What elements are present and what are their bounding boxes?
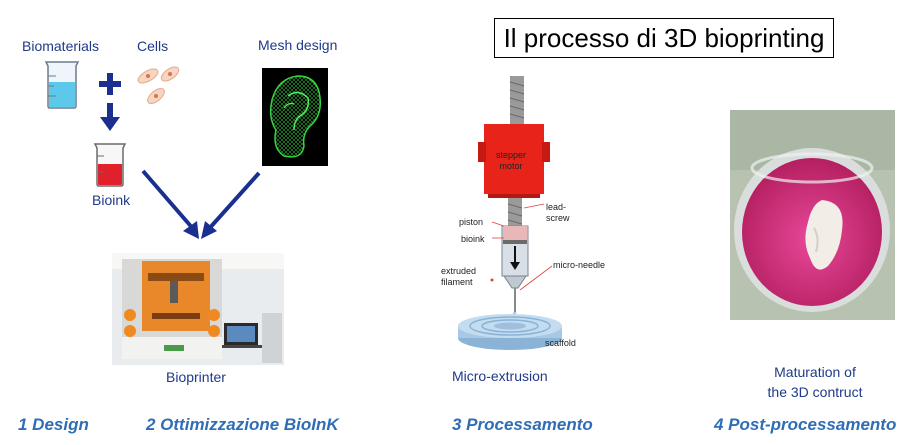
converging-arrows	[141, 169, 261, 239]
step-2-ottimizzazione: 2 Ottimizzazione BioInK	[146, 415, 339, 434]
stepper-motor-label: stepper motor	[496, 150, 527, 171]
piston-label: piston	[459, 217, 484, 227]
cells-icon	[137, 66, 180, 104]
plus-icon	[99, 73, 121, 95]
step-1-design: 1 Design	[18, 415, 89, 434]
extruded-filament-label: extruded filament	[441, 266, 477, 287]
step-3-processamento: 3 Processamento	[452, 415, 593, 434]
beaker-bioink-icon	[93, 143, 127, 187]
beaker-biomaterials-icon	[44, 61, 80, 109]
ear-mesh-icon	[262, 68, 328, 166]
step-4-post-processamento: 4 Post-processamento	[714, 415, 897, 434]
bioprinter-image	[112, 253, 284, 365]
scaffold-label: scaffold	[545, 338, 576, 348]
lead-screw-label: lead- screw	[546, 202, 570, 223]
bioprinter-label: Bioprinter	[166, 369, 226, 385]
micro-extrusion-label: Micro-extrusion	[452, 368, 548, 384]
page-title: Il processo di 3D bioprinting	[494, 18, 834, 58]
bioink-syringe-label: bioink	[461, 234, 485, 244]
biomaterials-label: Biomaterials	[22, 38, 100, 54]
maturation-caption-line2: the 3D contruct	[767, 384, 863, 400]
down-arrow-icon	[100, 103, 120, 131]
maturation-caption: Maturation of the 3D contruct	[745, 362, 885, 402]
maturation-caption-line1: Maturation of	[774, 364, 856, 380]
mesh-design-label: Mesh design	[258, 37, 338, 53]
micro-extrusion-diagram	[458, 76, 562, 350]
cells-label: Cells	[137, 38, 169, 54]
micro-needle-label: micro-needle	[553, 260, 606, 270]
bioink-label: Bioink	[92, 192, 131, 208]
culture-dish-image	[730, 110, 895, 320]
